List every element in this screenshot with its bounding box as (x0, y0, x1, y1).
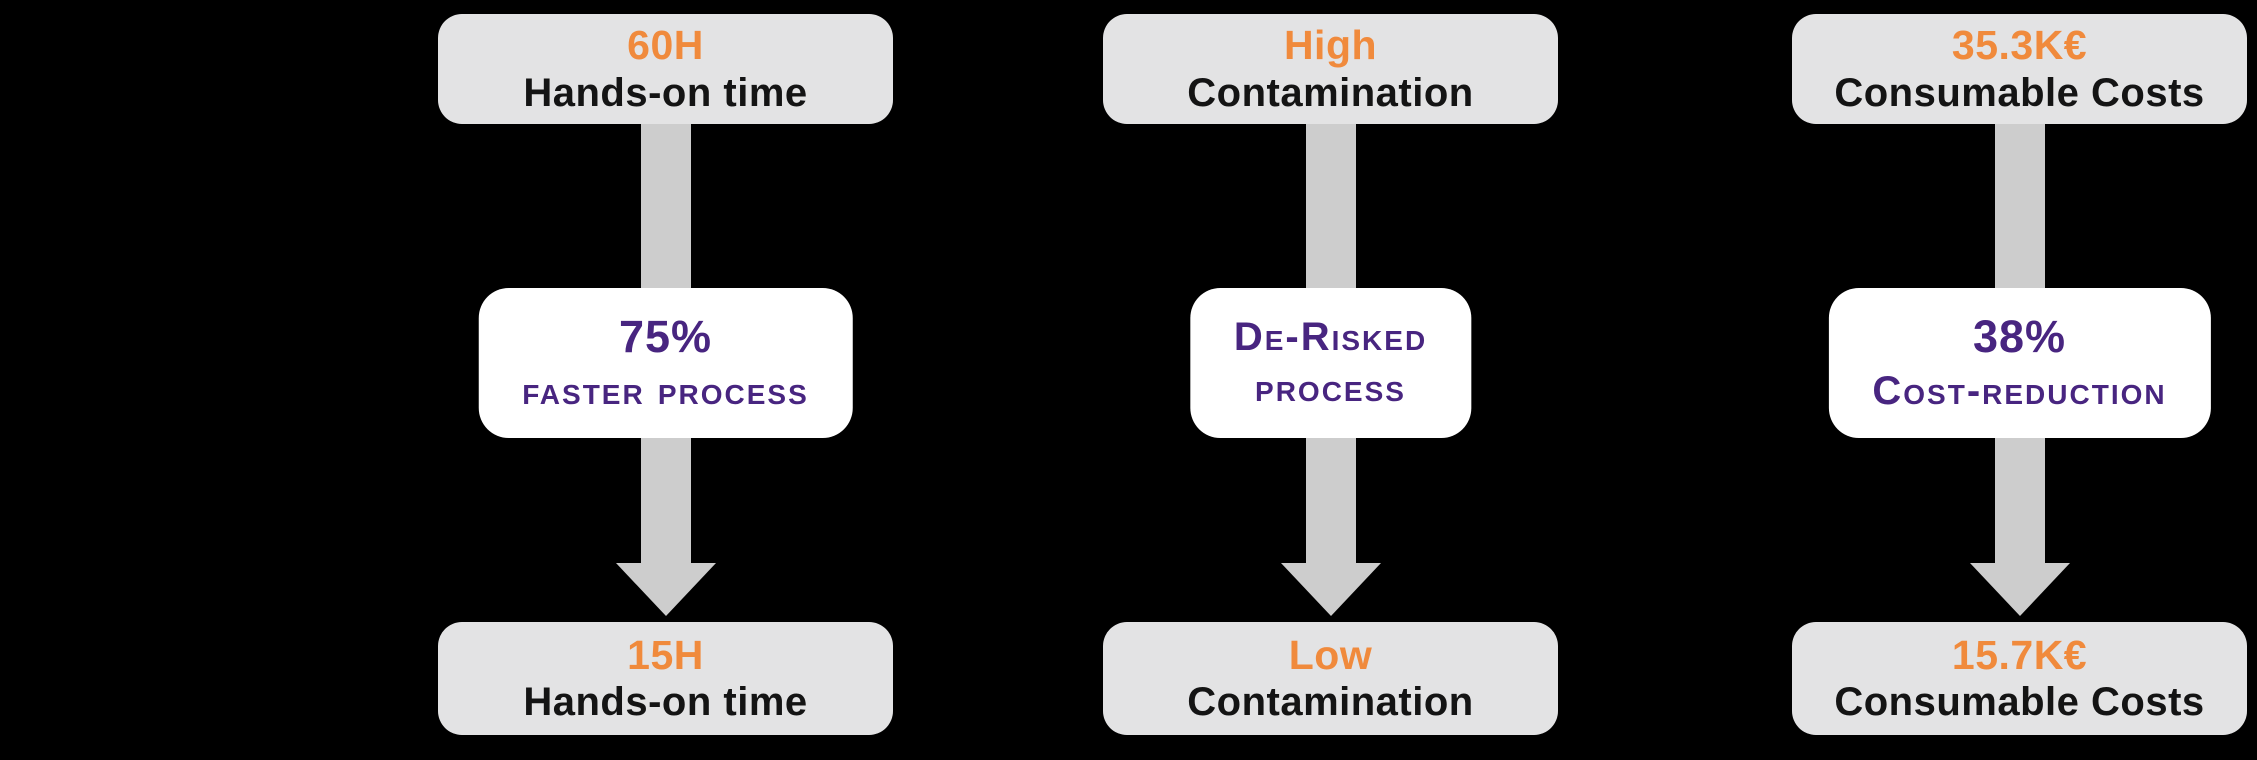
before-label: Hands-on time (523, 70, 808, 115)
after-card: Low Contamination (1103, 622, 1558, 735)
after-card: 15H Hands-on time (438, 622, 893, 735)
improvement-subline: Cost-reduction (1872, 368, 2167, 413)
after-value: 15.7K€ (1951, 631, 2088, 678)
after-value: 15H (627, 631, 704, 678)
after-label: Consumable Costs (1834, 680, 2205, 725)
before-label: Contamination (1187, 70, 1474, 115)
down-arrow-icon (615, 563, 716, 616)
improvement-headline: De-Risked (1233, 315, 1428, 359)
improvement-subline: faster process (522, 368, 809, 413)
after-label: Contamination (1187, 680, 1474, 725)
improvement-subline: process (1255, 366, 1406, 410)
before-card: High Contamination (1103, 14, 1558, 124)
before-value: High (1283, 22, 1378, 69)
improvement-card: 75% faster process (478, 288, 853, 438)
improvement-headline: 38% (1972, 311, 2067, 363)
down-arrow-icon (1280, 563, 1381, 616)
after-value: Low (1288, 631, 1373, 678)
metric-column-contamination: High Contamination De-Risked process Low… (1103, 0, 1558, 760)
improvement-headline: 75% (618, 311, 713, 363)
after-label: Hands-on time (523, 680, 808, 725)
down-arrow-icon (1969, 563, 2070, 616)
before-value: 60H (627, 22, 704, 69)
metric-column-consumable-costs: 35.3K€ Consumable Costs 38% Cost-reducti… (1792, 0, 2247, 760)
before-card: 35.3K€ Consumable Costs (1792, 14, 2247, 124)
before-card: 60H Hands-on time (438, 14, 893, 124)
before-label: Consumable Costs (1834, 70, 2205, 115)
improvement-card: De-Risked process (1189, 288, 1472, 438)
metric-column-hands-on-time: 60H Hands-on time 75% faster process 15H… (438, 0, 893, 760)
improvement-card: 38% Cost-reduction (1828, 288, 2211, 438)
before-value: 35.3K€ (1951, 22, 2088, 69)
after-card: 15.7K€ Consumable Costs (1792, 622, 2247, 735)
